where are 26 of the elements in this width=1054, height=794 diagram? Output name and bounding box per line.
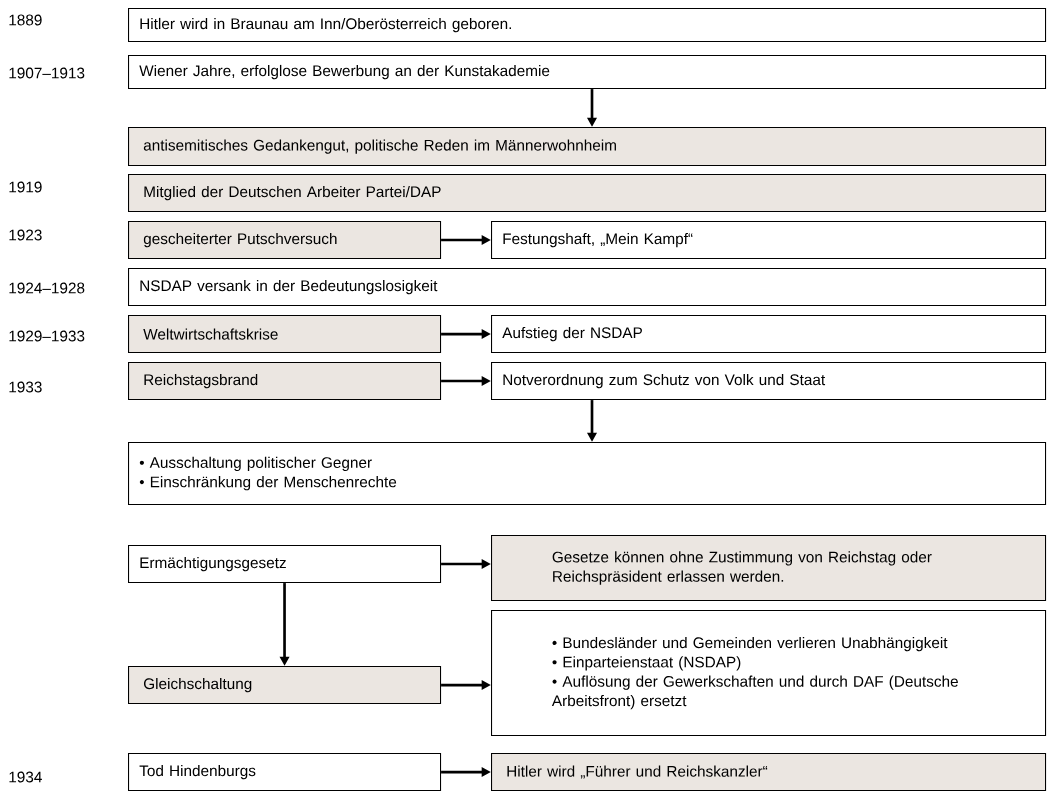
text-box: gescheiterter Putschversuch <box>128 221 442 260</box>
text-box: Festungshaft, „Mein Kampf“ <box>491 221 1047 260</box>
year-label: 1919 <box>9 181 42 193</box>
text-box: Gesetze können ohne Zustimmung von Reichstag oder Reichspräsident erlassen werden. <box>491 535 1047 602</box>
text-box: antisemitisches Gedankengut, politische Reden im Männerwohnheim <box>128 127 1047 167</box>
text-box: • Ausschaltung politischer Gegner • Einschränkung der Menschenrechte <box>128 442 1047 506</box>
text-box: Weltwirtschaftskrise <box>128 315 442 354</box>
text-box: Wiener Jahre, erfolglose Bewerbung an der Kunstakademie <box>128 55 1047 90</box>
text-box: Notverordnung zum Schutz von Volk und Staat <box>491 362 1047 401</box>
text-box: NSDAP versank in der Bedeutungslosigkeit <box>128 268 1047 307</box>
text-box: Tod Hindenburgs <box>128 753 442 792</box>
text-box: Ermächtigungsgesetz <box>128 545 442 584</box>
year-label: 1924–1928 <box>9 282 85 294</box>
year-label: 1929–1933 <box>9 330 85 342</box>
year-label: 1923 <box>9 229 42 241</box>
text-box: Aufstieg der NSDAP <box>491 315 1047 354</box>
year-label: 1907–1913 <box>9 67 85 79</box>
text-box: Hitler wird in Braunau am Inn/Oberösterreich geboren. <box>128 8 1047 43</box>
year-label: 1934 <box>9 771 42 783</box>
text-box: Hitler wird „Führer und Reichskanzler“ <box>491 753 1047 792</box>
text-box: Gleichschaltung <box>128 666 442 705</box>
text-box: • Bundesländer und Gemeinden verlieren Unabhängigkeit • Einparteienstaat (NSDAP) • Auflösung der Gewerkschaften und durch DAF (Deutsche Arbeitsfront) ersetzt <box>491 610 1047 737</box>
year-label: 1889 <box>9 14 42 26</box>
text-box: Reichstagsbrand <box>128 362 442 401</box>
text-box: Mitglied der Deutschen Arbeiter Partei/DAP <box>128 174 1047 213</box>
year-label: 1933 <box>9 381 42 393</box>
